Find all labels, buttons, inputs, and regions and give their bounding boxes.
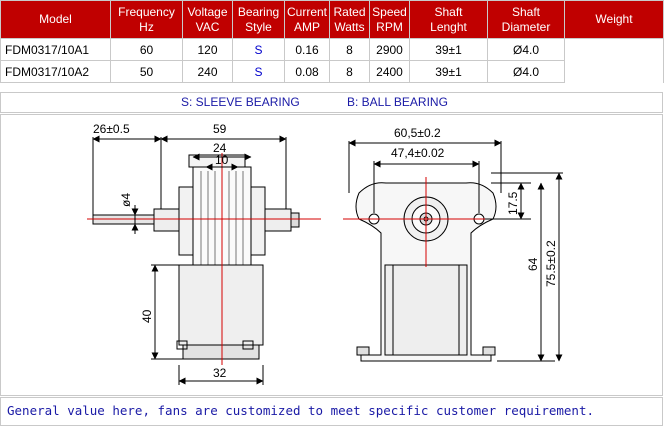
cell-weight (564, 38, 664, 83)
cell-model: FDM0317/10A2 (0, 60, 111, 83)
cell-current: 0.16 (284, 38, 330, 61)
legend-sleeve: S: SLEEVE BEARING (181, 95, 300, 109)
cell-shaft-diameter: Ø4.0 (487, 38, 565, 61)
cell-bearing: S (232, 38, 285, 61)
cell-rpm: 2900 (369, 38, 410, 61)
bearing-bracket-left (153, 208, 183, 232)
footer-note: General value here, fans are customized … (0, 397, 663, 426)
cell-watts: 8 (329, 60, 370, 83)
dim-height: 64 (526, 257, 540, 271)
bearing-legend: S: SLEEVE BEARING B: BALL BEARING (0, 92, 663, 113)
dim-overall-width: 60,5±0.2 (394, 126, 441, 140)
cell-current: 0.08 (284, 60, 330, 83)
table-row: FDM0317/10A1 60 120 S 0.16 8 2900 39±1 Ø… (0, 38, 664, 83)
side-view (87, 153, 321, 365)
dim-core: 24 (213, 141, 227, 155)
front-view (343, 177, 511, 362)
side-dimensions (92, 135, 287, 385)
dim-width: 59 (213, 122, 227, 136)
dim-rotor: 10 (215, 153, 229, 167)
cell-bearing: S (232, 60, 285, 83)
header-weight: Weight (564, 0, 664, 39)
cell-frequency: 60 (110, 38, 183, 61)
bearing-bracket-right (262, 208, 292, 232)
cell-shaft-diameter: Ø4.0 (487, 60, 565, 83)
front-core (384, 264, 468, 356)
dim-stack-height: 40 (140, 309, 154, 323)
drawing-canvas: 26±0.5 59 24 10 ø4 40 32 (87, 122, 563, 385)
cell-frequency: 50 (110, 60, 183, 83)
cell-shaft-length: 39±1 (409, 38, 488, 61)
header-model: Model (0, 0, 111, 39)
table-row: FDM0317/10A2 50 240 S 0.08 8 2400 39±1 Ø… (0, 60, 664, 83)
dim-shaft-dia: ø4 (119, 193, 133, 207)
dim-hole-spacing: 47,4±0.02 (391, 146, 445, 160)
coil (178, 264, 264, 346)
cell-watts: 8 (329, 38, 370, 61)
motor-drawing: 26±0.5 59 24 10 ø4 40 32 (0, 114, 663, 396)
front-dimensions (348, 139, 563, 362)
cell-shaft-length: 39±1 (409, 60, 488, 83)
dim-hole-height: 17.5 (506, 191, 520, 215)
cell-rpm: 2400 (369, 60, 410, 83)
legend-ball: B: BALL BEARING (347, 95, 448, 109)
dim-shaft-offset: 26±0.5 (93, 122, 130, 136)
cell-voltage: 120 (182, 38, 233, 61)
cell-model: FDM0317/10A1 (0, 38, 111, 61)
dim-overall-height: 75.5±0.2 (544, 240, 558, 287)
cell-voltage: 240 (182, 60, 233, 83)
dim-base: 32 (213, 366, 227, 380)
